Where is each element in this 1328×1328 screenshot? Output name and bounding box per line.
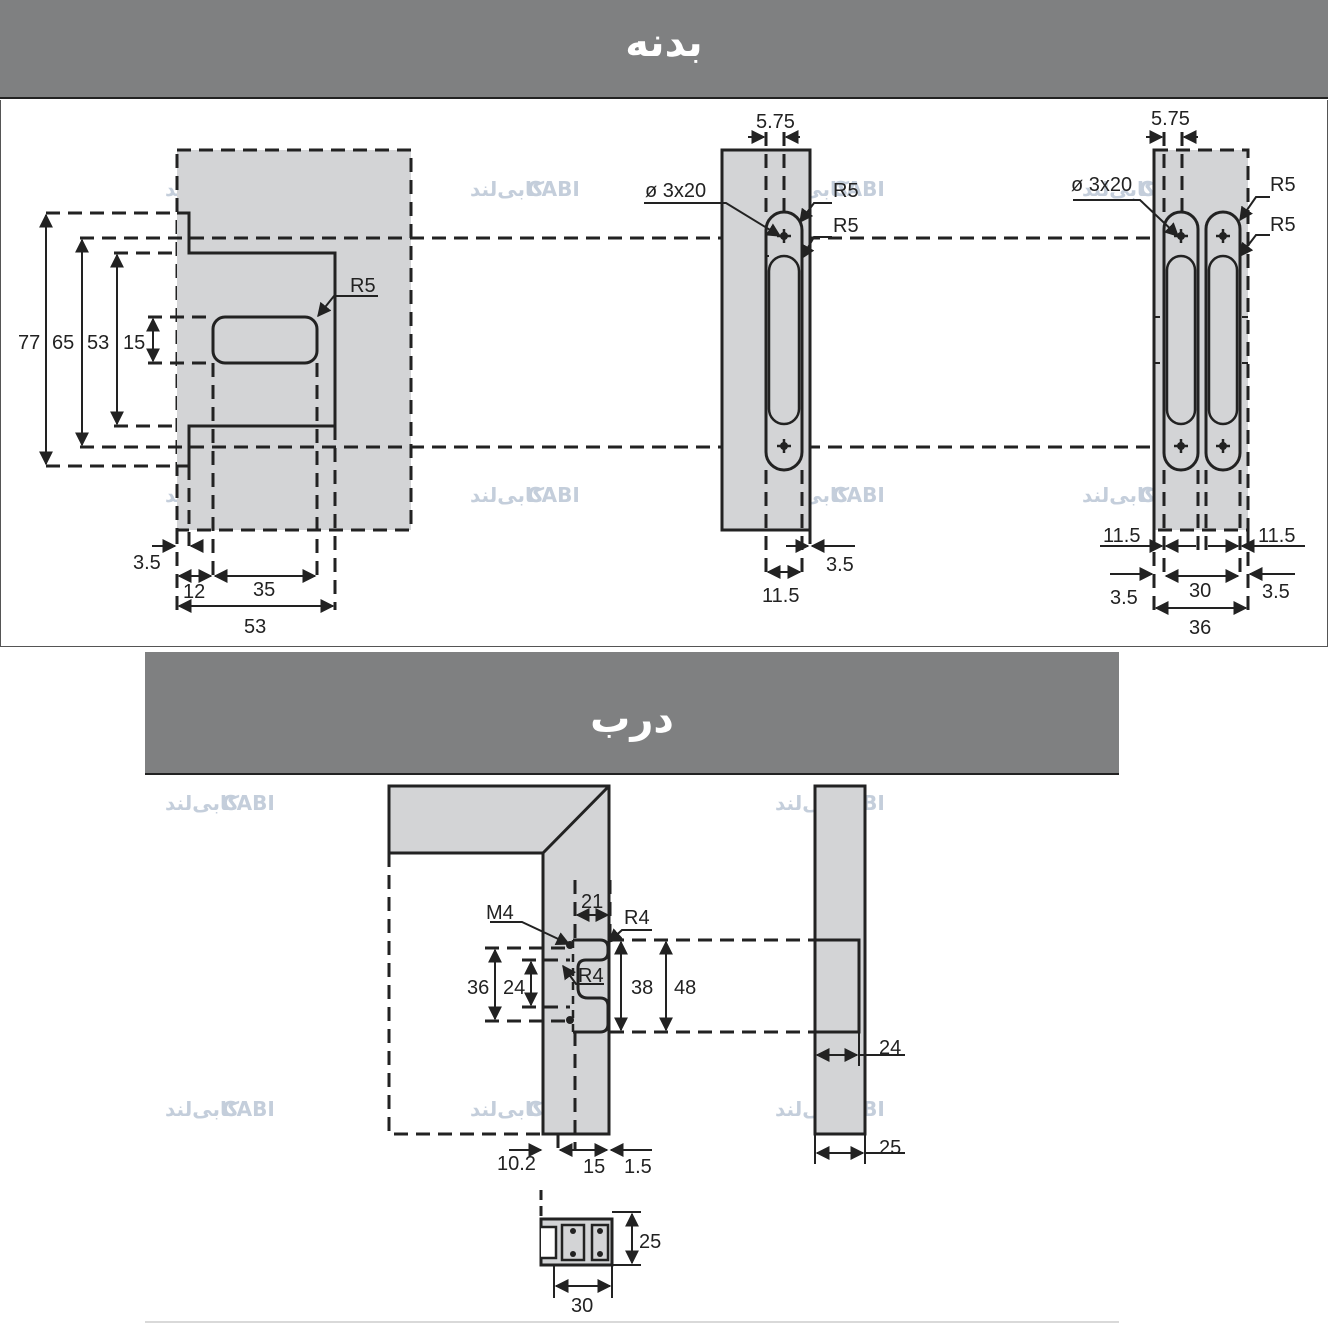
dim-3-5-d: 3.5 [1262, 581, 1290, 603]
dim-24-door: 24 [503, 977, 525, 999]
dim-77: 77 [18, 332, 40, 354]
door-front-labels: M4 21 R4 R4 36 24 38 10.2 15 1.5 [467, 891, 653, 1178]
door-side-labels: 48 24 25 [674, 977, 901, 1159]
radius-label-a2: R5 [833, 215, 859, 237]
svg-text:CABI: CABI [832, 483, 885, 507]
hole-label-b: ø 3x20 [1071, 174, 1132, 196]
door-front-view [387, 784, 815, 1157]
dim-53-v: 53 [87, 332, 109, 354]
dim-35: 35 [253, 579, 275, 601]
svg-text:کابی‌لند: کابی‌لند [165, 1097, 239, 1121]
svg-text:CABI: CABI [527, 483, 580, 507]
thread-label: M4 [486, 902, 514, 924]
body-front-view [39, 148, 1150, 613]
body-single-view [644, 130, 855, 579]
dim-11-5-b: 11.5 [1103, 525, 1140, 547]
body-double-labels: 5.75 ø 3x20 R5 R5 11.5 11.5 3.5 30 3.5 3… [1071, 108, 1296, 639]
dim-5-75-b: 5.75 [1151, 108, 1190, 130]
svg-text:کابی‌لند: کابی‌لند [1082, 177, 1156, 201]
svg-text:کابی‌لند: کابی‌لند [470, 483, 544, 507]
dim-15-door: 15 [583, 1156, 605, 1178]
radius-label: R5 [350, 275, 376, 297]
body-double-view [1073, 130, 1305, 615]
dim-3-5-c: 3.5 [1110, 587, 1138, 609]
dim-48: 48 [674, 977, 696, 999]
dim-30-profile: 30 [571, 1295, 593, 1317]
door-section-title: درب [590, 696, 674, 742]
svg-text:CABI: CABI [222, 1097, 275, 1121]
dim-11-5-a: 11.5 [762, 585, 799, 607]
body-section-title: بدنه [625, 20, 703, 66]
body-front-labels: 77 65 53 15 R5 3.5 12 35 53 [18, 275, 376, 638]
dim-30: 30 [1189, 580, 1211, 602]
dim-5-75-a: 5.75 [756, 111, 795, 133]
svg-text:CABI: CABI [222, 791, 275, 815]
svg-text:CABI: CABI [832, 177, 885, 201]
dim-11-5-c: 11.5 [1258, 525, 1295, 547]
radius-label-b2: R5 [1270, 214, 1296, 236]
hole-label-a: ø 3x20 [645, 180, 706, 202]
radius-label-b1: R5 [1270, 174, 1296, 196]
dim-15: 15 [123, 332, 145, 354]
dim-21: 21 [581, 891, 603, 913]
dim-3-5-b: 3.5 [826, 554, 854, 576]
svg-text:کابی‌لند: کابی‌لند [470, 177, 544, 201]
door-side-view [813, 784, 905, 1164]
svg-text:کابی‌لند: کابی‌لند [165, 791, 239, 815]
body-single-labels: 5.75 ø 3x20 R5 R5 3.5 11.5 [645, 111, 859, 607]
svg-text:کابی‌لند: کابی‌لند [470, 1097, 544, 1121]
radius-r4-outer: R4 [624, 907, 650, 929]
dim-3-5: 3.5 [133, 552, 161, 574]
dim-36: 36 [1189, 617, 1211, 639]
svg-text:کابی‌لند: کابی‌لند [1082, 483, 1156, 507]
dim-10-2: 10.2 [497, 1153, 536, 1175]
radius-r4-inner: R4 [578, 965, 604, 987]
dim-53-h: 53 [244, 616, 266, 638]
body-section-banner: بدنه [0, 0, 1328, 99]
dim-25-profile: 25 [639, 1231, 661, 1253]
dim-12: 12 [183, 581, 205, 603]
door-section-banner: درب [145, 652, 1119, 775]
svg-text:CABI: CABI [527, 177, 580, 201]
dim-24-side: 24 [879, 1037, 901, 1059]
dim-25-side: 25 [879, 1137, 901, 1159]
dim-36-door: 36 [467, 977, 489, 999]
door-profile-view [539, 1190, 641, 1298]
dim-38: 38 [631, 977, 653, 999]
door-profile-labels: 25 30 [571, 1231, 661, 1317]
dim-1-5: 1.5 [624, 1156, 652, 1178]
radius-label-a1: R5 [833, 180, 859, 202]
dim-65: 65 [52, 332, 74, 354]
